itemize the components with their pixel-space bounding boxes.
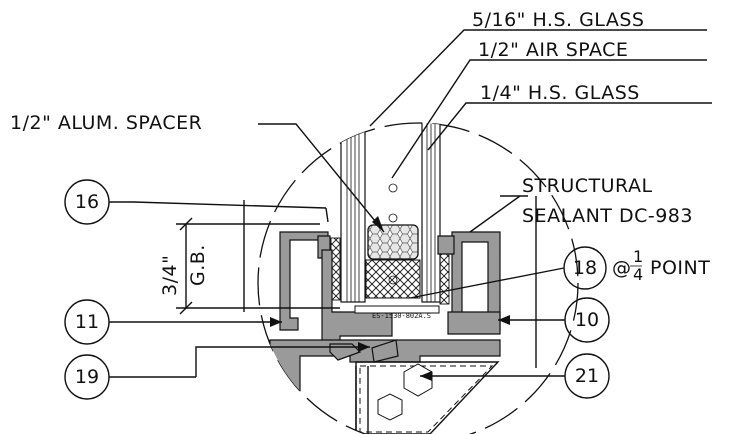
svg-text:21: 21 (575, 365, 599, 387)
tag-18: 18 (563, 246, 607, 290)
callout-spacer: 1/2" ALUM. SPACER (10, 112, 202, 134)
svg-text:16: 16 (75, 191, 99, 213)
tag-10: 10 (564, 297, 610, 343)
svg-text:11: 11 (75, 311, 99, 333)
tag-19: 19 (64, 354, 110, 400)
part-code: ES-1530-802A.S (372, 312, 431, 320)
callout-sealant-line2: SEALANT DC-983 (522, 205, 693, 227)
secondary-sealant (365, 259, 421, 299)
point-suffix: POINT (650, 257, 710, 279)
tag-11: 11 (64, 299, 110, 345)
callout-inner-glass: 1/4" H.S. GLASS (480, 82, 640, 104)
left-mullion-extrusion (279, 231, 329, 331)
callout-air-space: 1/2" AIR SPACE (478, 39, 628, 61)
outer-glass-lite (340, 123, 366, 303)
spacer-block (367, 224, 419, 260)
detail-circle (257, 122, 579, 434)
svg-text:18: 18 (573, 257, 597, 279)
point-fraction-num: 1 (633, 247, 643, 266)
callout-outer-glass: 5/16" H.S. GLASS (472, 9, 644, 31)
dimension-value: 3/4" (159, 255, 181, 296)
point-prefix: @ (612, 257, 632, 279)
leaders (133, 29, 712, 381)
dimension-label: G.B. (187, 244, 209, 286)
tag-16: 16 (64, 179, 110, 225)
tag-21: 21 (564, 353, 610, 399)
callout-sealant-line1: STRUCTURAL (522, 175, 653, 197)
gb-dimension: 3/4" G.B. (159, 217, 340, 315)
svg-text:19: 19 (75, 366, 99, 388)
svg-text:10: 10 (575, 309, 599, 331)
point-fraction-den: 4 (633, 265, 643, 284)
section-geometry (269, 123, 501, 434)
